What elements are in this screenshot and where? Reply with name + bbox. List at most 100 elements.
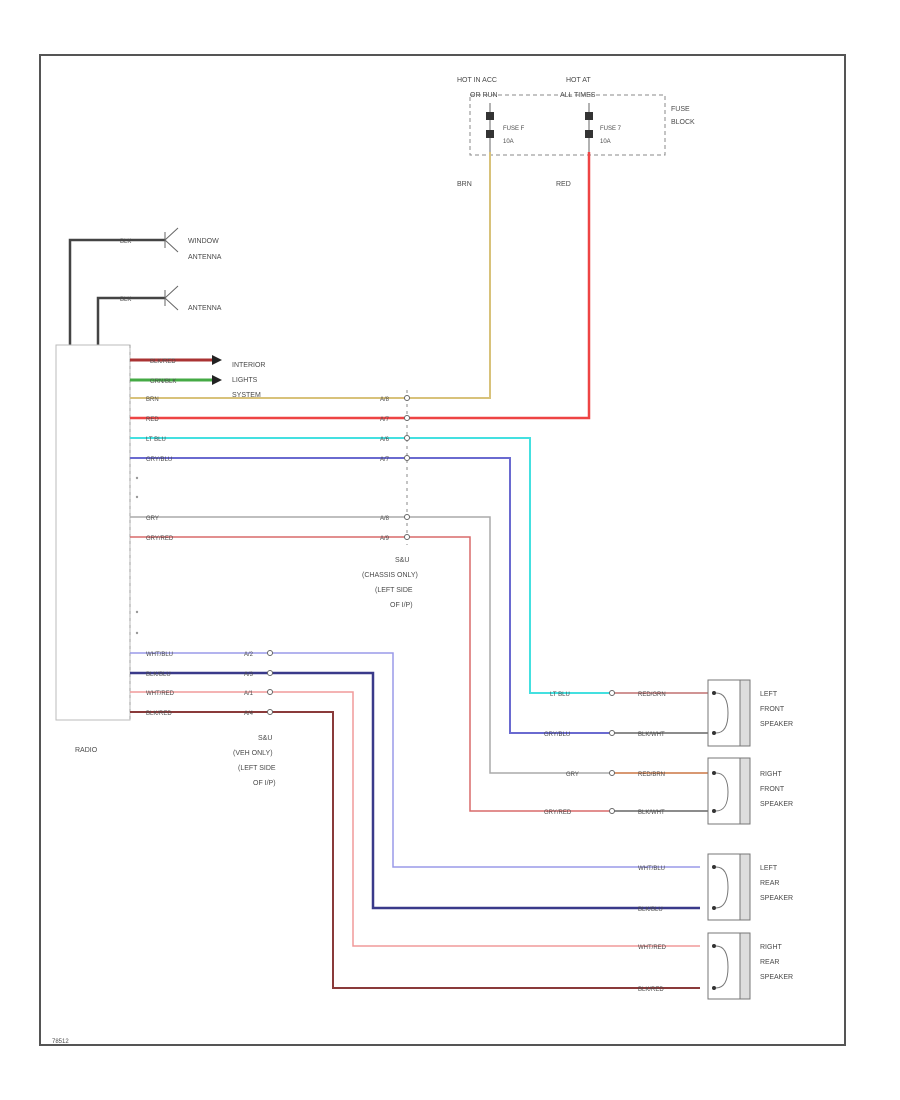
rf-wire-a-in-label: GRY: [566, 772, 579, 778]
blk-blu-wire: [130, 671, 700, 910]
gry-blu-pin-label: A/7: [380, 457, 390, 463]
rf-speaker-label-2: FRONT: [760, 786, 785, 793]
upper-pin-2: [404, 415, 410, 421]
diagram-frame: [39, 54, 846, 1046]
blk-red-wire: [130, 711, 700, 989]
window-antenna-label-1: WINDOW: [188, 238, 219, 245]
lf-wire-a-in-label: LT BLU: [550, 692, 570, 698]
speaker-terminal: [712, 986, 716, 990]
hot-all-times-label: ALL TIMES: [560, 92, 596, 99]
interior-lights-label-2: LIGHTS: [232, 377, 258, 384]
antenna-wire-label: BLK: [120, 297, 131, 303]
figure-id: 78512: [52, 1039, 69, 1045]
lr-wire-a-label: WHT/BLU: [638, 866, 665, 872]
right-rear-speaker: RIGHT REAR SPEAKER: [707, 932, 793, 1000]
hot-or-run-label: OR RUN: [470, 92, 498, 99]
rf-b-pin: [609, 808, 615, 814]
speaker-cone: [715, 692, 729, 734]
lf-b-pin: [609, 730, 615, 736]
speaker-terminal: [712, 865, 716, 869]
right-front-speaker: RIGHT FRONT SPEAKER: [707, 757, 793, 825]
lower-pin-1: [267, 650, 273, 656]
speaker-cone: [715, 772, 729, 812]
brn-wire-label: BRN: [146, 397, 159, 403]
lf-wire-a-out-label: RED/GRN: [638, 692, 666, 698]
gry-wire-label: GRY: [146, 516, 159, 522]
radio-pin-dot: [135, 476, 139, 480]
rr-wire-b-label: BLK/RED: [638, 987, 664, 993]
wht-red-wire: [130, 691, 700, 947]
lt-blu-wire: [130, 437, 610, 694]
lt-blu-wire-label: LT BLU: [146, 437, 166, 443]
left-front-speaker: LEFT FRONT SPEAKER: [707, 679, 793, 747]
lf-speaker-label-3: SPEAKER: [760, 721, 793, 728]
antenna-label: ANTENNA: [188, 305, 222, 312]
wht-blu-wire: [130, 652, 700, 868]
speaker-magnet: [739, 853, 751, 921]
fuse-1-icon-lower: [486, 130, 494, 138]
lower-sku-label-3: (LEFT SIDE: [238, 765, 276, 772]
blk-blu-wire-label: BLK/BLU: [146, 672, 171, 678]
blk-red-pin-label: A/4: [244, 711, 254, 717]
rf-speaker-label-1: RIGHT: [760, 771, 783, 778]
red-wire-label: RED: [146, 417, 159, 423]
hot-at-label: HOT AT: [566, 77, 591, 84]
speaker-terminal: [712, 731, 716, 735]
red-wire: [130, 152, 591, 420]
lf-speaker-label-1: LEFT: [760, 691, 778, 698]
wht-red-wire-label: WHT/RED: [146, 691, 175, 697]
lower-sku-label-2: (VEH ONLY): [233, 750, 273, 757]
fuse-2-name: FUSE 7: [600, 126, 622, 132]
radio-pin-dots: [135, 476, 139, 635]
lr-speaker-label-2: REAR: [760, 880, 779, 887]
window-antenna-wire-label: BLK: [120, 239, 131, 245]
rf-wire-a-out-label: RED/BRN: [638, 772, 665, 778]
interior-lights-label-1: INTERIOR: [232, 362, 265, 369]
rf-wire-b-in-label: GRY/RED: [544, 810, 572, 816]
lower-pin-2: [267, 670, 273, 676]
rr-speaker-label-2: REAR: [760, 959, 779, 966]
interior-lights-arrow-2: [212, 375, 222, 385]
upper-sku-label-2: (CHASSIS ONLY): [362, 572, 418, 579]
fuse-2-icon-lower: [585, 130, 593, 138]
front-speaker-pigtails: LT BLU GRY/BLU GRY GRY/RED RED/GRN BLK/W…: [544, 690, 708, 816]
radio-label: RADIO: [75, 747, 98, 754]
upper-pin-6: [404, 534, 410, 540]
rr-speaker-label-3: SPEAKER: [760, 974, 793, 981]
lf-wire-b-out-label: BLK/WHT: [638, 732, 665, 738]
lr-wire-b-label: BLK/BLU: [638, 907, 663, 913]
gry-blu-wire-label: GRY/BLU: [146, 457, 172, 463]
fuse-wire-brn-label: BRN: [457, 181, 472, 188]
upper-sku-label-1: S&U: [395, 557, 409, 564]
fuse-block: HOT IN ACC OR RUN HOT AT ALL TIMES FUSE …: [457, 77, 695, 188]
wht-red-pin-label: A/1: [244, 691, 254, 697]
antenna-wire: [96, 296, 165, 345]
speaker-terminal: [712, 944, 716, 948]
window-antenna-label-2: ANTENNA: [188, 254, 222, 261]
gry-pin-label: A/8: [380, 516, 390, 522]
upper-pin-4: [404, 455, 410, 461]
speaker-cone: [715, 866, 729, 909]
speaker-magnet: [739, 757, 751, 825]
blk-red-interior-label: BLK/RED: [150, 359, 176, 365]
gry-red-wire: [130, 536, 610, 812]
lr-speaker-label-1: LEFT: [760, 865, 778, 872]
fuse-2-amp: 10A: [600, 139, 611, 145]
rr-speaker-label-1: RIGHT: [760, 944, 783, 951]
window-antenna-icon: [164, 227, 179, 253]
fuse-block-label-1: FUSE: [671, 106, 690, 113]
lf-wire-b-in-label: GRY/BLU: [544, 732, 570, 738]
antenna-group: BLK BLK WINDOW ANTENNA ANTENNA: [68, 227, 222, 345]
speaker-terminal: [712, 809, 716, 813]
upper-pin-5: [404, 514, 410, 520]
lf-a-pin: [609, 690, 615, 696]
interior-lights-arrow-1: [212, 355, 222, 365]
antenna-icon: [164, 285, 179, 311]
upper-sku-label-3: (LEFT SIDE: [375, 587, 413, 594]
upper-wire-group: BRN RED LT BLU GRY/BLU GRY GRY/RED A/8 A…: [130, 152, 610, 812]
rf-wire-b-out-label: BLK/WHT: [638, 810, 665, 816]
gry-red-wire-label: GRY/RED: [146, 536, 174, 542]
lower-pin-4: [267, 709, 273, 715]
rf-speaker-label-3: SPEAKER: [760, 801, 793, 808]
lr-speaker-label-3: SPEAKER: [760, 895, 793, 902]
